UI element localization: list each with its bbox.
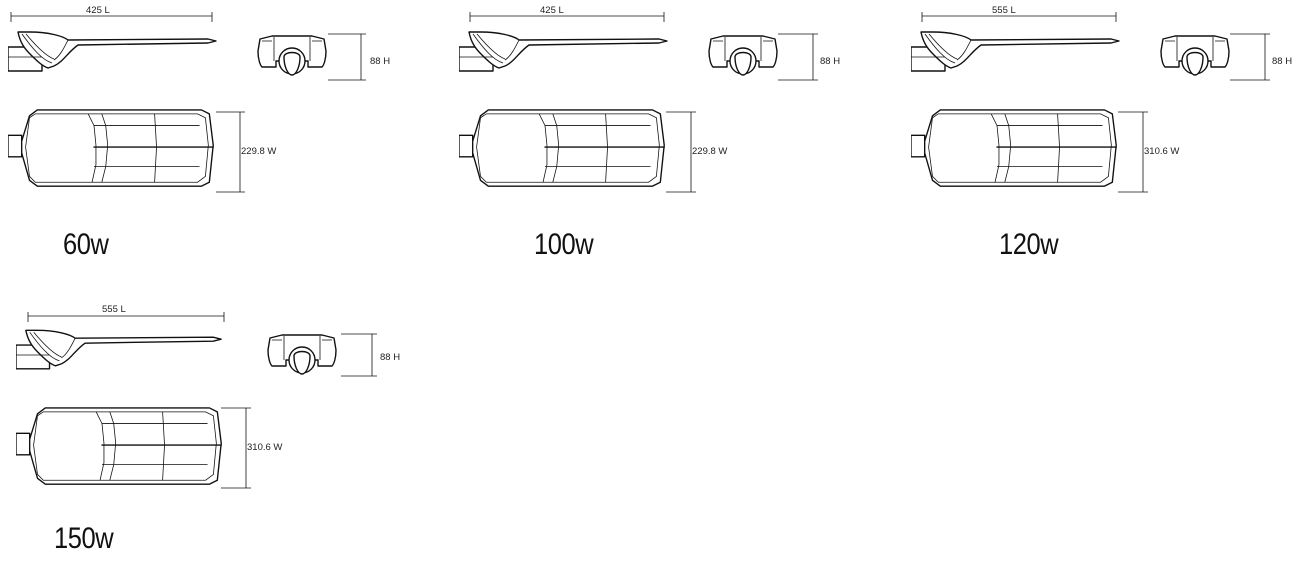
luminaire-drawing-100w: 425 L 88 H 229.8 W — [459, 5, 840, 193]
top-view — [16, 407, 222, 485]
front-view — [1160, 35, 1230, 76]
height-dimension: 88 H — [1230, 33, 1292, 81]
side-profile-view — [16, 329, 222, 370]
variant-150w: 555 L 88 H 310.6 W 150w — [16, 300, 400, 580]
length-label: 425 L — [86, 5, 110, 16]
height-dimension: 88 H — [328, 33, 390, 81]
width-label: 229.8 W — [692, 146, 727, 157]
wattage-label: 120w — [999, 228, 1059, 261]
width-dimension: 229.8 W — [216, 111, 276, 193]
height-label: 88 H — [1272, 56, 1292, 67]
height-dimension: 88 H — [341, 333, 400, 377]
front-view — [708, 35, 778, 76]
side-profile-view — [459, 31, 668, 72]
height-dimension: 88 H — [778, 33, 840, 81]
length-dimension: 425 L — [10, 5, 213, 22]
length-dimension: 555 L — [27, 304, 225, 322]
width-label: 229.8 W — [241, 146, 276, 157]
side-profile-view — [8, 31, 217, 72]
front-view — [257, 35, 327, 76]
luminaire-drawing-150w: 555 L 88 H 310.6 W — [16, 304, 400, 489]
top-view — [911, 109, 1117, 187]
height-label: 88 H — [380, 352, 400, 363]
top-view — [8, 109, 214, 187]
width-dimension: 229.8 W — [666, 111, 727, 193]
luminaire-drawing-60w: 425 L 88 H 229.8 W — [8, 5, 390, 193]
width-label: 310.6 W — [1144, 146, 1179, 157]
side-profile-view — [911, 31, 1120, 72]
wattage-label: 60w — [63, 228, 109, 261]
top-view — [459, 109, 665, 187]
height-label: 88 H — [820, 56, 840, 67]
variant-120w: 555 L 88 H 310.6 W 120w — [910, 5, 1292, 288]
luminaire-drawing-120w: 555 L 88 H 310.6 W — [911, 5, 1292, 193]
variant-60w: 425 L 88 H 229.8 W 60w — [8, 5, 390, 288]
wattage-label: 150w — [54, 522, 114, 555]
wattage-label: 100w — [534, 228, 594, 261]
height-label: 88 H — [370, 56, 390, 67]
front-view — [267, 334, 337, 375]
length-dimension: 555 L — [921, 5, 1117, 22]
length-label: 555 L — [102, 304, 126, 315]
width-label: 310.6 W — [247, 442, 282, 453]
length-label: 425 L — [540, 5, 564, 16]
length-label: 555 L — [992, 5, 1016, 16]
length-dimension: 425 L — [469, 5, 665, 22]
width-dimension: 310.6 W — [1118, 111, 1179, 193]
width-dimension: 310.6 W — [221, 407, 282, 489]
variant-100w: 425 L 88 H 229.8 W 100w — [458, 5, 840, 288]
